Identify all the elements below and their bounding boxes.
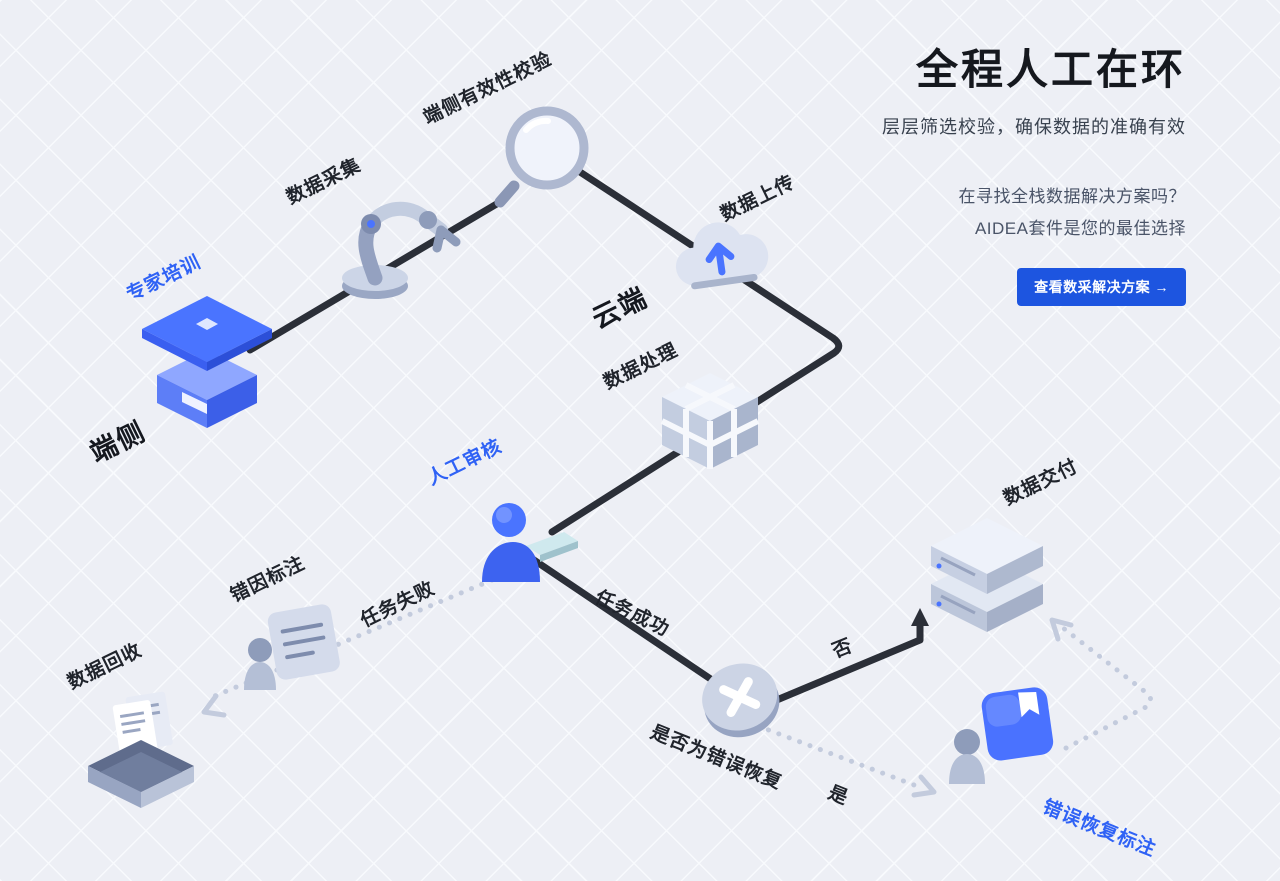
label-cloud-side: 云端 <box>587 282 653 335</box>
graduation-cap-icon <box>140 288 275 435</box>
label-yes: 是 <box>825 782 852 810</box>
promo-line-1: 在寻找全栈数据解决方案吗？ <box>958 187 1186 206</box>
promo-text: 在寻找全栈数据解决方案吗？ AIDEA套件是您的最佳选择 <box>882 181 1186 246</box>
label-no: 否 <box>829 635 856 663</box>
label-manual-review: 人工审核 <box>424 435 506 490</box>
label-task-failed: 任务失败 <box>357 577 439 632</box>
header-block: 全程人工在环 层层筛选校验，确保数据的准确有效 在寻找全栈数据解决方案吗？ AI… <box>882 36 1186 306</box>
inbox-icon <box>80 686 202 815</box>
magnifier-icon <box>492 100 602 220</box>
page-title: 全程人工在环 <box>915 46 1186 93</box>
robot-arm-icon <box>325 178 475 313</box>
recovery-book-icon <box>945 684 1063 797</box>
server-icon <box>925 500 1050 643</box>
error-annotation-icon <box>240 598 348 701</box>
data-cube-icon <box>655 365 765 482</box>
promo-line-2: AIDEA套件是您的最佳选择 <box>974 219 1186 239</box>
page-subtitle: 层层筛选校验，确保数据的准确有效 <box>882 117 1186 137</box>
label-error-recovery-annotation: 错误恢复标注 <box>1039 796 1159 862</box>
view-solution-button[interactable]: 查看数采解决方案 → <box>1017 267 1186 306</box>
decision-x-icon <box>694 648 786 755</box>
label-task-success: 任务成功 <box>591 586 673 641</box>
reviewer-icon <box>466 492 584 593</box>
cloud-upload-icon <box>663 208 778 313</box>
